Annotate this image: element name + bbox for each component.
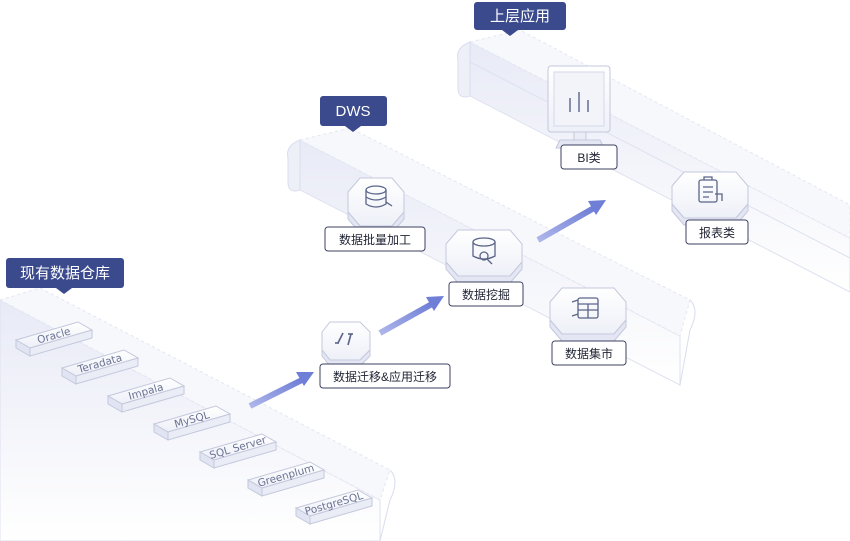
report-icon — [698, 176, 723, 203]
legacy-title: 现有数据仓库 — [20, 265, 110, 282]
bi-label: BI类 — [560, 144, 618, 170]
report-label: 报表类 — [685, 219, 749, 245]
bi-node — [547, 65, 611, 149]
batch-processing-label-text: 数据批量加工 — [339, 232, 411, 247]
batch-processing-node — [347, 177, 405, 234]
data-mining-icon — [472, 237, 496, 265]
bi-label-text: BI类 — [577, 151, 600, 165]
upper-tag: 上层应用 — [474, 2, 566, 36]
dws-title: DWS — [336, 103, 371, 120]
db-block-impala: Impala — [106, 377, 186, 413]
flow-arrow-3 — [536, 200, 606, 243]
migration-label-text: 数据迁移&应用迁移 — [333, 369, 437, 384]
report-label-text: 报表类 — [699, 225, 735, 240]
db-block-teradata: Teradata — [60, 349, 140, 385]
legacy-tag: 现有数据仓库 — [6, 258, 124, 294]
data-mart-node — [549, 287, 627, 342]
flow-arrow-2 — [378, 296, 444, 336]
flow-arrow-1 — [248, 372, 314, 409]
migration-label: 数据迁移&应用迁移 — [319, 363, 451, 389]
dws-tag: DWS — [320, 96, 387, 132]
data-mining-label-text: 数据挖掘 — [462, 287, 510, 302]
data-mart-label-text: 数据集市 — [565, 346, 613, 361]
migration-node — [321, 321, 371, 367]
upper-title: 上层应用 — [490, 7, 550, 25]
bar-chart-icon — [569, 92, 589, 112]
data-mart-icon — [571, 297, 599, 319]
migration-icon — [335, 332, 353, 346]
batch-processing-label: 数据批量加工 — [324, 226, 426, 252]
report-node — [671, 171, 749, 226]
data-mining-node — [445, 229, 523, 284]
database-cylinder-icon — [365, 185, 393, 208]
data-mining-label: 数据挖掘 — [448, 281, 524, 307]
data-mart-label: 数据集市 — [551, 340, 627, 366]
